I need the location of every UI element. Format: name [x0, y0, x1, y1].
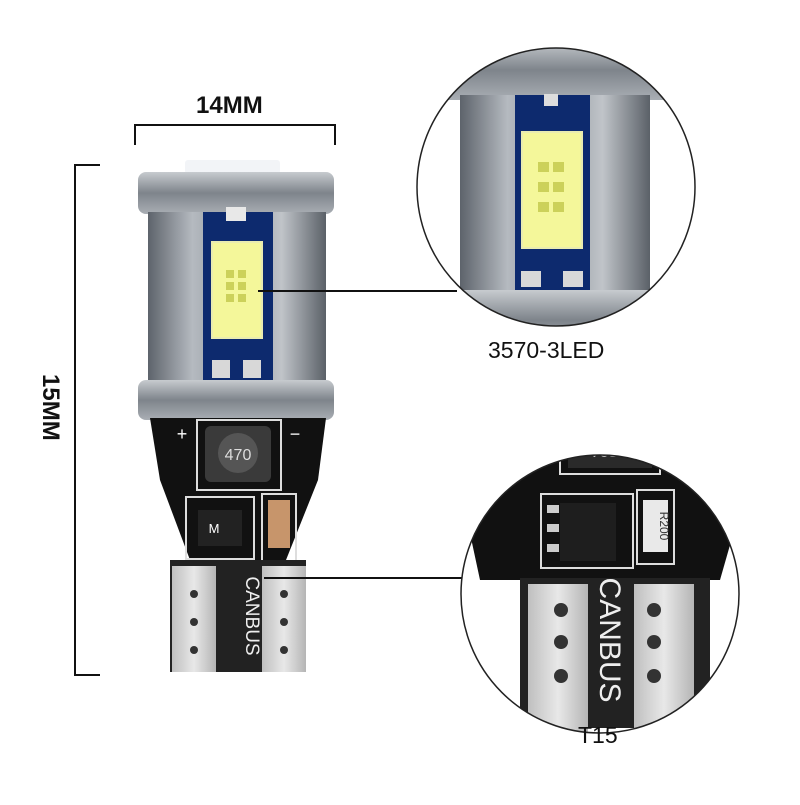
- base-zoom-circle: SS24 R200 CANBUS: [460, 443, 740, 734]
- width-dimension-label: 14MM: [196, 92, 263, 119]
- led-chip: [211, 241, 263, 339]
- bulb-main: 470 + − M CANBUS: [138, 160, 334, 672]
- plus-mark: +: [177, 424, 188, 444]
- resistor-mark: R200: [657, 512, 671, 541]
- width-dimension: [134, 124, 336, 145]
- base-callout-label: T15: [578, 722, 618, 748]
- height-dimension: [74, 164, 100, 676]
- inductor-mark: 470: [225, 447, 252, 464]
- led-callout-label: 3570-3LED: [488, 337, 605, 363]
- height-dimension-label: 15MM: [37, 374, 64, 441]
- minus-mark: −: [290, 424, 301, 444]
- chip-m-mark: M: [209, 521, 220, 536]
- diode-mark: SS24: [592, 443, 629, 460]
- canbus-print: CANBUS: [241, 576, 262, 655]
- led-zoom-circle: [416, 47, 696, 327]
- canbus-print-zoom: CANBUS: [593, 577, 626, 702]
